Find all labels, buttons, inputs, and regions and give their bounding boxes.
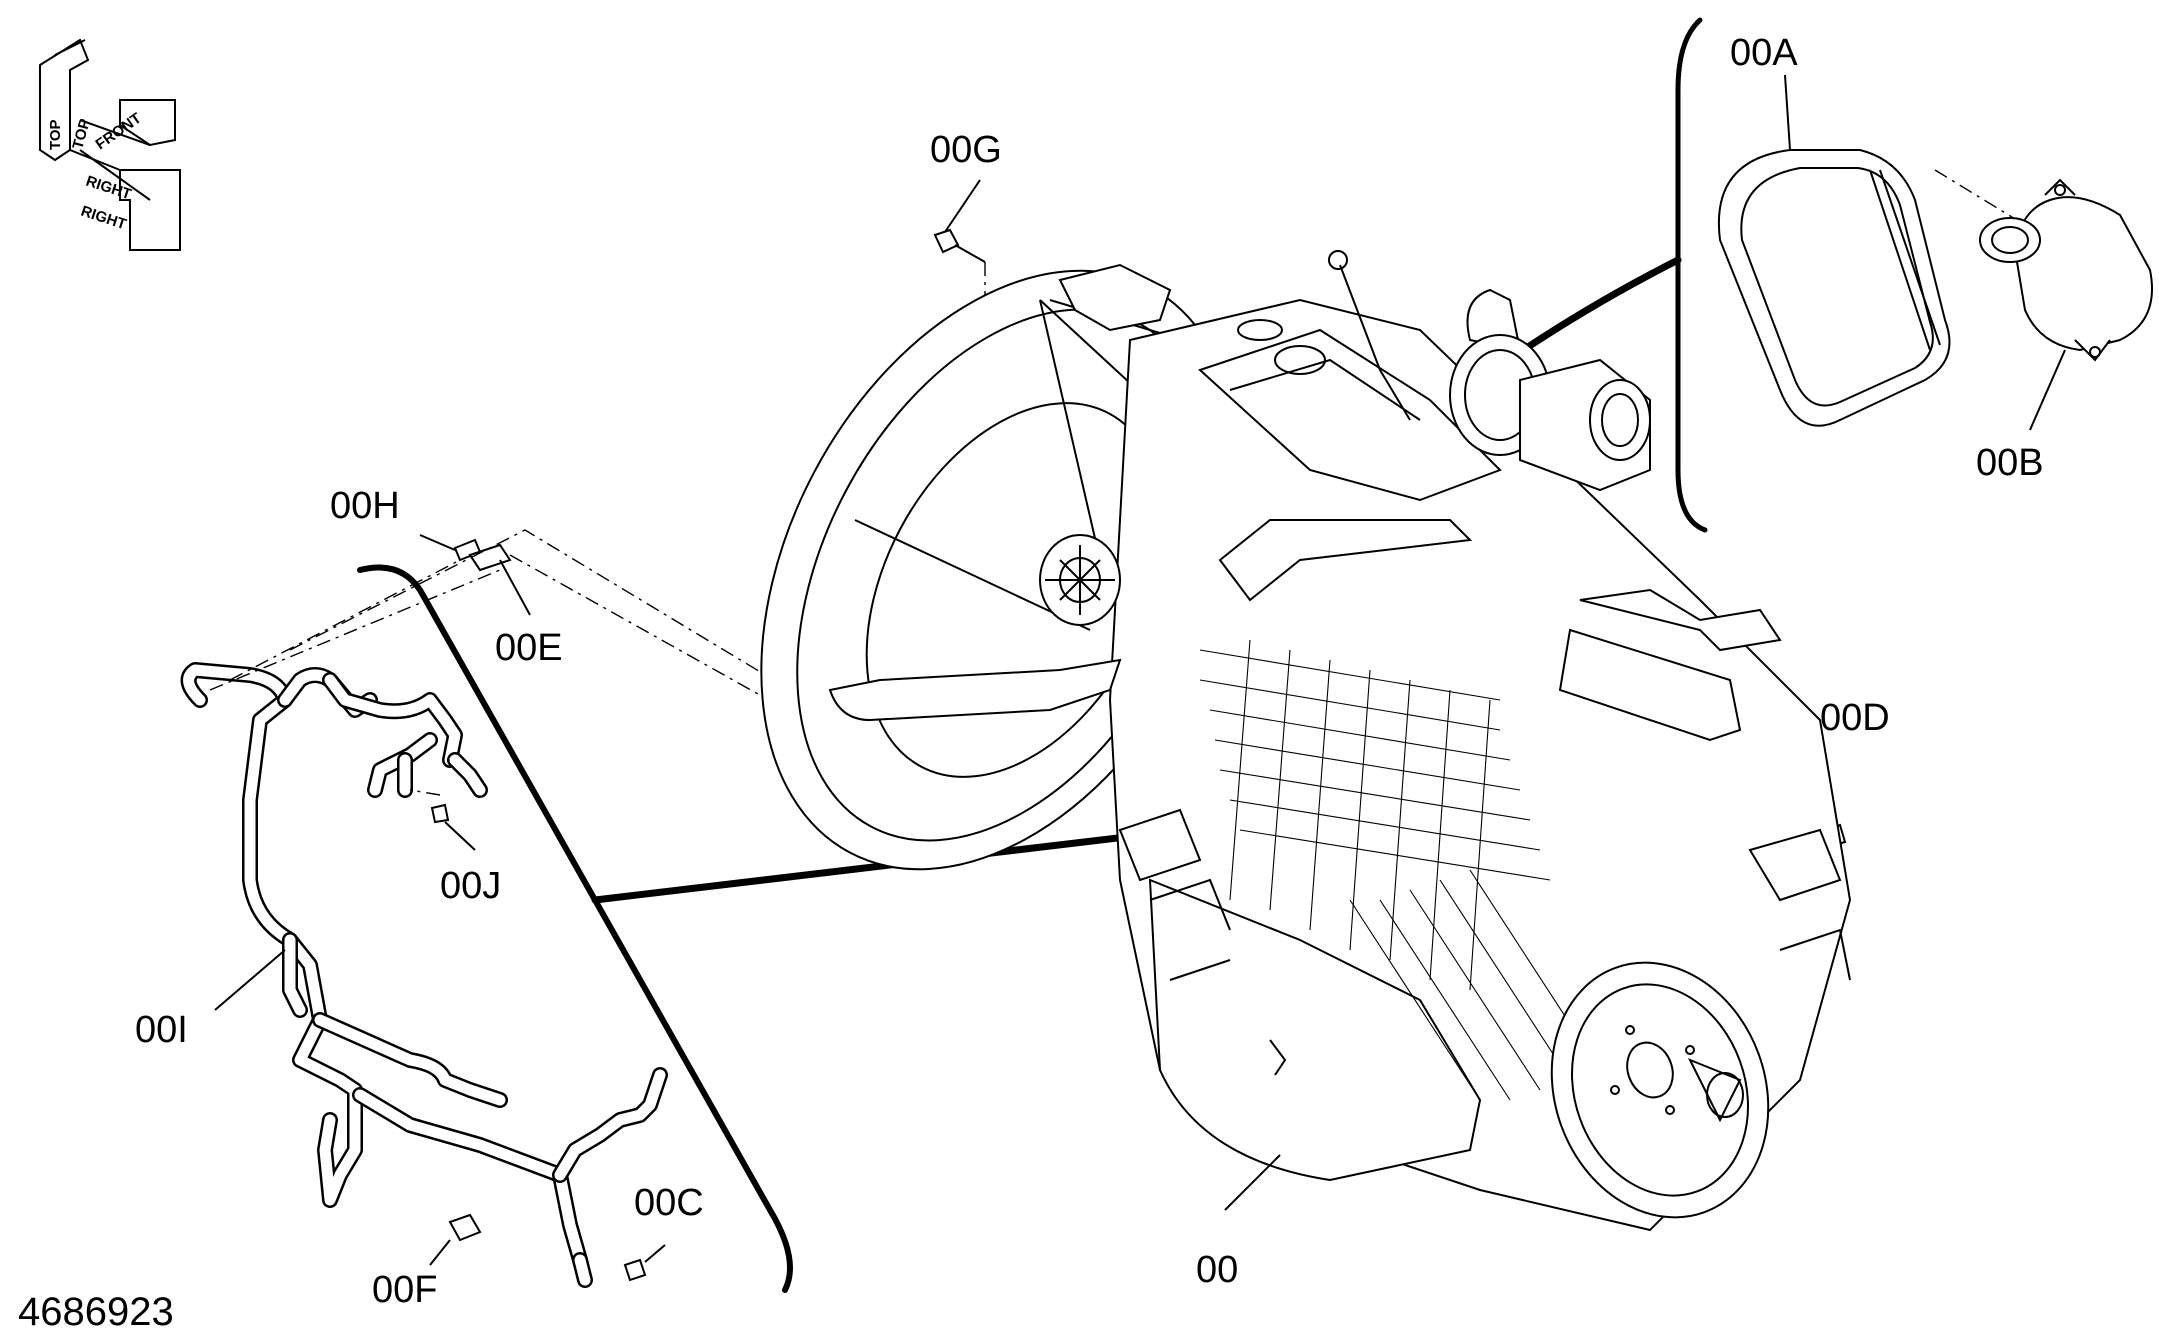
- callout-00H: 00H: [330, 485, 400, 527]
- leader-00: [1224, 1154, 1281, 1211]
- callout-00A: 00A: [1730, 32, 1798, 74]
- fitting-00C: [623, 1244, 666, 1282]
- callout-00C: 00C: [634, 1182, 704, 1224]
- detail-bracket-left: [357, 564, 793, 1293]
- orientation-top-label-2: TOP: [69, 117, 93, 151]
- callout-00I: 00I: [135, 1009, 188, 1051]
- callout-00B: 00B: [1976, 442, 2044, 484]
- callout-00: 00: [1196, 1249, 1238, 1291]
- leader-00I: [214, 949, 286, 1011]
- callout-00D: 00D: [1820, 697, 1890, 739]
- orientation-front-label: FRONT: [93, 110, 145, 154]
- orientation-right-label: RIGHT: [84, 173, 134, 204]
- callout-00G: 00G: [930, 129, 1002, 171]
- callout-00E: 00E: [495, 627, 563, 669]
- belt-part: [1717, 149, 1951, 427]
- orientation-cube-icon: TOP TOP FRONT RIGHT RIGHT: [39, 38, 181, 251]
- coolant-hose-assembly: [180, 662, 668, 1288]
- leader-00A: [1784, 74, 1791, 151]
- callout-00F: 00F: [372, 1269, 437, 1311]
- fitting-00E: [468, 543, 531, 616]
- orientation-right-label-2: RIGHT: [79, 203, 129, 234]
- leader-00G: [944, 179, 981, 233]
- drawing-number: 4686923: [18, 1290, 174, 1334]
- orientation-top-label: TOP: [47, 119, 64, 150]
- callout-00J: 00J: [440, 865, 501, 907]
- engine-assembly: [760, 250, 1852, 1232]
- actuator-part: [1934, 169, 2153, 362]
- leader-00B: [2029, 349, 2066, 431]
- fitting-00J: [430, 803, 476, 851]
- fitting-00G: [933, 228, 986, 263]
- fitting-00F: [429, 1213, 482, 1266]
- detail-bracket-right: [1675, 17, 1708, 533]
